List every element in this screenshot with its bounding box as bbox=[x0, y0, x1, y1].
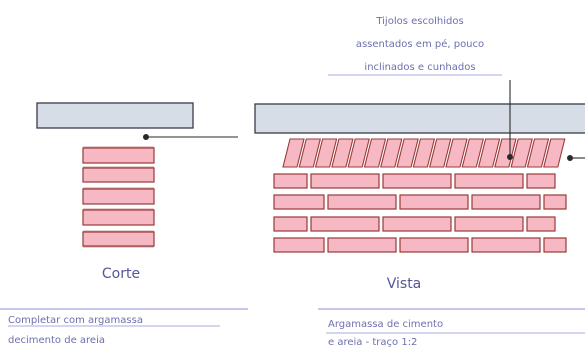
elevation-brick bbox=[399, 194, 469, 210]
inclined-brick bbox=[347, 138, 370, 168]
elevation-brick bbox=[310, 216, 380, 232]
inclined-brick bbox=[526, 138, 550, 168]
inclined-brick bbox=[543, 138, 566, 168]
section-brick bbox=[82, 167, 155, 183]
inclined-brick bbox=[494, 138, 517, 168]
elevation-brick bbox=[327, 237, 397, 253]
elevation-brick bbox=[273, 237, 325, 253]
elevation-view: Vista bbox=[254, 80, 585, 292]
section-beam bbox=[36, 102, 194, 129]
elevation-brick bbox=[526, 173, 556, 189]
section-brick bbox=[82, 209, 155, 226]
inclined-brick bbox=[396, 138, 419, 168]
view-caption: Vista bbox=[387, 276, 422, 292]
section-caption: Corte bbox=[102, 266, 140, 282]
top-note-leader-dot bbox=[507, 154, 513, 160]
bottom-right-note: Argamassa de cimento e areia - traço 1:2 bbox=[318, 308, 585, 348]
elevation-brick bbox=[273, 216, 308, 232]
bottom-left-note: Completar com argamassa decimento de are… bbox=[0, 308, 248, 346]
inclined-brick bbox=[445, 138, 468, 168]
bottom-right-note-line-2: e areia - traço 1:2 bbox=[328, 337, 417, 348]
elevation-brick bbox=[543, 194, 567, 210]
bottom-left-note-line-1: Completar com argamassa bbox=[8, 315, 143, 326]
elevation-brick bbox=[454, 173, 524, 189]
section-brick bbox=[82, 188, 155, 205]
inclined-brick bbox=[331, 138, 354, 168]
bottom-left-note-line-2: decimento de areia bbox=[8, 335, 105, 346]
top-note: Tijolos escolhidos assentados em pé, pou… bbox=[328, 16, 502, 76]
top-note-line-3: inclinados e cunhados bbox=[364, 62, 475, 73]
inclined-brick bbox=[298, 138, 322, 168]
inclined-brick bbox=[412, 138, 436, 168]
inclined-brick bbox=[380, 138, 403, 168]
inclined-brick bbox=[314, 138, 338, 168]
top-note-line-2: assentados em pé, pouco bbox=[356, 38, 484, 50]
inclined-brick bbox=[510, 138, 533, 168]
elevation-brick bbox=[543, 237, 567, 253]
elevation-brick-courses bbox=[273, 173, 567, 253]
section-brick bbox=[82, 147, 155, 164]
elevation-brick bbox=[471, 194, 541, 210]
bottom-right-note-line-1: Argamassa de cimento bbox=[328, 319, 443, 330]
elevation-brick bbox=[382, 173, 452, 189]
elevation-brick bbox=[273, 194, 325, 210]
elevation-brick bbox=[273, 173, 308, 189]
inclined-brick bbox=[477, 138, 501, 168]
elevation-brick bbox=[471, 237, 541, 253]
section-bricks bbox=[82, 146, 155, 248]
section-brick bbox=[82, 231, 155, 247]
inclined-brick bbox=[428, 138, 452, 168]
elevation-brick bbox=[382, 216, 452, 232]
inclined-brick bbox=[363, 138, 387, 168]
inclined-brick bbox=[461, 138, 485, 168]
elevation-brick bbox=[454, 216, 524, 232]
section-view: Corte bbox=[36, 102, 238, 282]
inclined-brick bbox=[282, 138, 305, 168]
elevation-brick bbox=[399, 237, 469, 253]
elevation-beam bbox=[254, 103, 585, 134]
elevation-brick bbox=[310, 173, 380, 189]
top-note-line-1: Tijolos escolhidos bbox=[375, 16, 463, 27]
elevation-brick bbox=[327, 194, 397, 210]
inclined-brick-row bbox=[282, 138, 566, 168]
elevation-brick bbox=[526, 216, 556, 232]
